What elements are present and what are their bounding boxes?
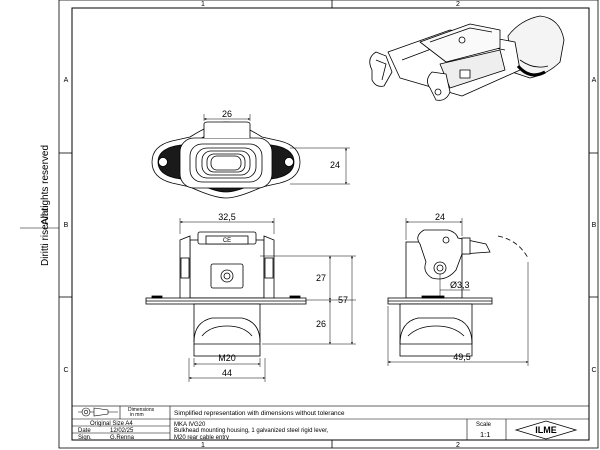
row-label-c: C: [63, 367, 68, 374]
iso-fixing-hole: [458, 36, 466, 44]
front-view: CE: [145, 231, 307, 357]
dim-front-width-upper: 32,5: [218, 212, 236, 222]
original-size: Original Size A4: [90, 421, 133, 427]
column-label-1-bottom: 1: [201, 442, 205, 449]
dim-front-width-lower: 44: [222, 368, 232, 378]
top-view: [151, 121, 301, 199]
dim-top-width: 26: [222, 109, 232, 119]
ilme-logo: ILME: [514, 420, 578, 440]
zone-labels: 1 2 1 2 A B C A B C: [63, 1, 596, 449]
side-view: [387, 229, 529, 357]
row-label-a: A: [64, 77, 69, 84]
dim-front-total-height: 57: [338, 295, 348, 305]
row-label-c-right: C: [591, 367, 596, 374]
title-block: [71, 405, 590, 441]
top-view-dimensions: [203, 114, 350, 185]
side-view-dimensions: [387, 218, 529, 366]
description-line-1: Bulkhead mounting housing, 1 galvanized …: [174, 428, 329, 434]
dimensions-label: Dimensions: [128, 407, 155, 413]
svg-text:CE: CE: [223, 238, 231, 244]
dim-side-width-lower: 49,5: [453, 352, 471, 362]
projection-symbol-icon: [78, 407, 118, 417]
top-left-hole: [158, 157, 168, 167]
top-right-hole: [284, 157, 294, 167]
dim-front-height-upper: 27: [316, 273, 326, 283]
row-label-a-right: A: [592, 77, 597, 84]
date-value: 12/02/25: [110, 428, 134, 434]
column-label-2-bottom: 2: [456, 442, 460, 449]
tolerance-note: Simplified representation with dimension…: [174, 410, 345, 417]
column-label-1: 1: [201, 1, 205, 8]
description-line-2: M20 rear cable entry: [174, 435, 229, 441]
dim-front-height-lower: 26: [316, 319, 326, 329]
dim-side-width-upper: 24: [435, 212, 445, 222]
dim-top-height: 24: [330, 160, 340, 170]
dim-front-thread: M20: [218, 353, 236, 363]
scale-label: Scale: [476, 422, 492, 428]
row-label-b-right: B: [592, 222, 597, 229]
date-label: Date: [78, 428, 91, 434]
dim-side-hole: Ø3,3: [450, 280, 470, 290]
sign-label: Sign.: [78, 435, 92, 441]
sign-value: G.Renna: [110, 435, 135, 441]
column-label-2: 2: [456, 1, 460, 8]
isometric-view: [369, 15, 565, 101]
ilme-logo-text: ILME: [535, 425, 557, 435]
row-label-b: B: [64, 222, 69, 229]
scale-value: 1:1: [480, 430, 490, 439]
product-code: MKA IVG20: [174, 422, 206, 428]
front-view-dimensions: [179, 218, 356, 382]
dimensions-unit: in mm: [130, 412, 144, 418]
